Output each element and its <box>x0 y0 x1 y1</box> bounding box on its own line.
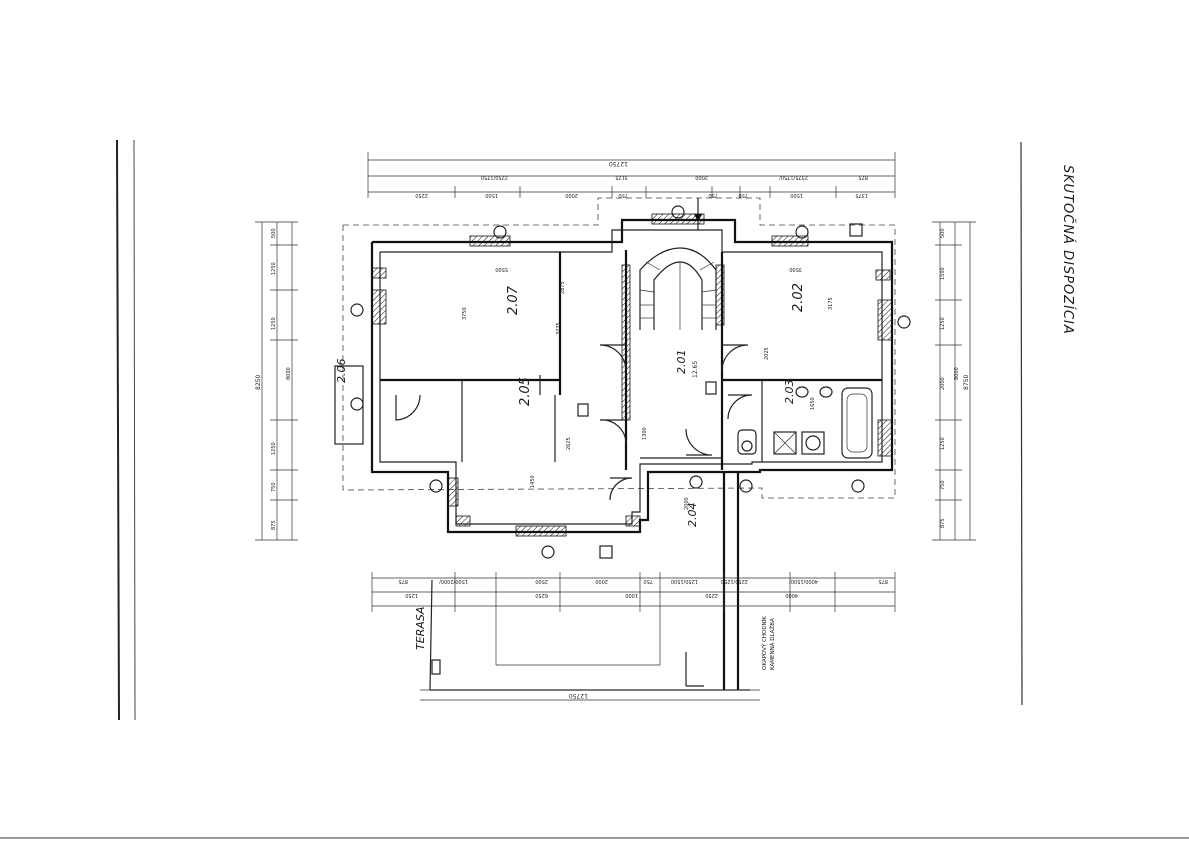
interior-dim-1: 3750 <box>462 307 468 320</box>
top-dim-r3-4: 750 <box>708 192 718 198</box>
left-dim-3: 1250 <box>271 317 277 330</box>
terrace-label: TERASA <box>414 607 427 650</box>
interior-dim-6: 2025 <box>764 347 770 360</box>
right-dim-5: 750 <box>940 480 946 490</box>
top-dim-r3-7: 1375 <box>855 192 868 198</box>
top-dim-r2-2: 2000 <box>695 174 708 180</box>
interior-dim-11: 1300 <box>642 427 648 440</box>
left-overall-dim: 8250 <box>255 375 262 390</box>
note-kamenna: KAMENNÁ DLAŽBA <box>768 618 776 670</box>
right-dim-6: 875 <box>940 518 946 528</box>
bottom-dim-r2-2: 1000 <box>625 592 638 598</box>
room-label-2-06: 2.06 <box>335 359 348 384</box>
interior-dim-9: 1450 <box>530 475 536 488</box>
right-dimension-lines <box>932 221 976 541</box>
top-dim-r3-5: 750 <box>738 192 748 198</box>
site-outline <box>342 197 896 499</box>
section-arrow-icon <box>694 198 702 230</box>
bottom-dim-r1-8: 875 <box>878 578 888 584</box>
left-dimension-lines <box>255 221 298 541</box>
scan-margin-lines <box>0 139 1189 839</box>
room-label-2-07: 2.07 <box>506 285 521 315</box>
room-label-2-01-area: 12.65 <box>692 361 699 378</box>
bottom-dim-r1-0: 875 <box>398 578 408 584</box>
top-dim-r3-3: 750 <box>618 192 628 198</box>
top-dim-r2-4: 2250/1750 <box>481 174 508 180</box>
left-dim-4: 750 <box>271 482 277 492</box>
left-dim-6: 8000 <box>286 367 292 380</box>
bottom-dim-r1-1: 1500/2000/ <box>439 578 468 584</box>
top-overall-dim: 12750 <box>609 160 628 167</box>
bottom-dim-r2-0: 1250 <box>405 592 418 598</box>
interior-dim-7: 1650 <box>810 397 816 410</box>
top-dim-r2-3: 3125 <box>615 174 628 180</box>
room-label-2-01: 2.01 <box>675 350 688 375</box>
bathroom-fixtures <box>737 386 873 459</box>
right-dim-2: 1250 <box>940 317 946 330</box>
staircase <box>639 247 717 330</box>
top-dim-r3-1: 1500 <box>485 192 498 198</box>
bottom-dim-r1-7: 4000/1500/ <box>789 578 818 584</box>
right-dim-3: 2000 <box>940 377 946 390</box>
room-label-2-02: 2.02 <box>791 283 806 312</box>
interior-dim-5: 3175 <box>828 297 834 310</box>
top-dimension-lines <box>367 152 896 198</box>
drawing-title: SKUTOČNÁ DISPOZÍCIA <box>1060 165 1076 335</box>
bottom-dim-r2-1: 6250 <box>535 592 548 598</box>
top-dim-r3-0: 2250 <box>415 192 428 198</box>
bottom-dim-r1-3: 2000 <box>595 578 608 584</box>
interior-dim-10: 2625 <box>566 437 572 450</box>
top-dim-r2-0: 875 <box>858 174 868 180</box>
interior-walls <box>380 250 882 470</box>
window-markers <box>350 205 911 559</box>
room-label-2-03: 2.03 <box>783 380 796 405</box>
right-dim-1: 1500 <box>940 267 946 280</box>
room-label-2-05: 2.05 <box>518 377 533 406</box>
bottom-dim-r1-6: 2250/1250 <box>721 578 748 584</box>
interior-dim-2: 3775 <box>556 322 562 335</box>
note-okapovy: OKAPOVÝ CHODNÍK <box>761 616 768 670</box>
left-dim-0: 500 <box>271 228 277 238</box>
interior-dim-8: 2000 <box>684 497 690 510</box>
top-dim-r3-6: 1500 <box>790 192 803 198</box>
bottom-overall-dim: 12750 <box>569 692 588 699</box>
hatched-walls <box>371 213 893 537</box>
interior-dim-3: 2875 <box>560 281 566 294</box>
right-dim-7: 8000 <box>954 367 960 380</box>
right-dim-0: 500 <box>940 228 946 238</box>
top-dim-r2-1: 2375/1750/ <box>779 174 808 180</box>
doors <box>395 344 753 501</box>
bottom-dim-r2-4: 4000 <box>785 592 798 598</box>
bottom-dim-r2-3: 2250 <box>705 592 718 598</box>
bottom-dim-r1-2: 2500 <box>535 578 548 584</box>
room-label-2-04: 2.04 <box>686 503 699 528</box>
left-dim-2: 1250 <box>271 442 277 455</box>
bottom-dim-r1-5: 1250/1500 <box>671 578 698 584</box>
interior-dim-0: 5500 <box>495 266 508 272</box>
bottom-dimension-lines <box>371 572 896 701</box>
right-dim-4: 1250 <box>940 437 946 450</box>
right-overall-dim: 8750 <box>963 375 970 390</box>
left-dim-1: 1250 <box>271 262 277 275</box>
interior-dim-4: 3500 <box>789 266 802 272</box>
rotated-text-layer: 2.07 2.02 2.05 2.03 2.01 12.65 2.04 2.06… <box>335 160 888 699</box>
bottom-dim-r1-4: 750 <box>643 578 653 584</box>
left-dim-5: 875 <box>271 520 277 530</box>
top-dim-r3-2: 2000 <box>565 192 578 198</box>
